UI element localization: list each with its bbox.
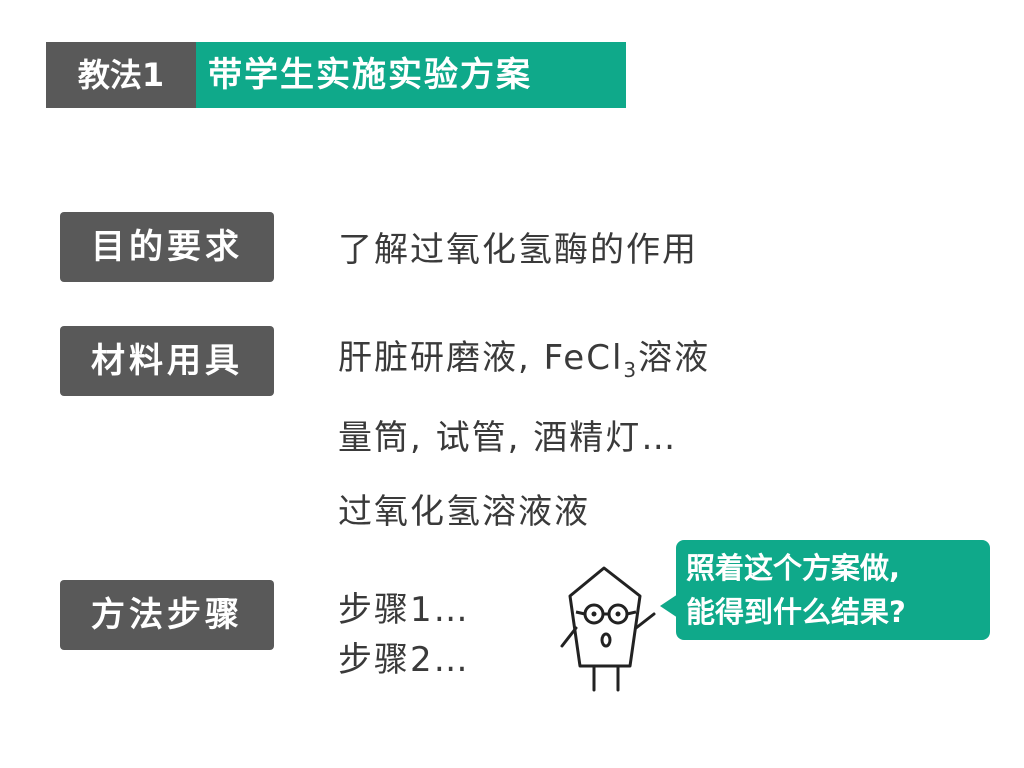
purpose-content: 了解过氧化氢酶的作用 [338,230,698,270]
materials-label: 材料用具 [60,326,274,396]
materials-line2: 量筒, 试管, 酒精灯… [338,418,678,458]
speech-bubble: 照着这个方案做, 能得到什么结果? [676,540,990,640]
materials-line1-sub: 3 [623,357,639,382]
title-text: 带学生实施实验方案 [196,42,626,108]
speech-bubble-tail [660,594,678,618]
method-step1: 步骤1… [338,590,470,630]
materials-line1-prefix: 肝脏研磨液, FeCl [338,338,624,378]
materials-line1: 肝脏研磨液, FeCl3溶液 [338,330,710,382]
materials-line3: 过氧化氢溶液液 [338,492,590,532]
method-step2: 步骤2… [338,640,470,680]
method-label: 方法步骤 [60,580,274,650]
slide-title: 教法1 带学生实施实验方案 [46,42,626,108]
pentagon-character-icon [560,566,656,692]
purpose-label: 目的要求 [60,212,274,282]
title-number: 教法1 [46,42,196,108]
bubble-line2: 能得到什么结果? [686,595,906,629]
materials-line1-suffix: 溶液 [638,338,711,378]
bubble-line1: 照着这个方案做, [686,551,901,585]
